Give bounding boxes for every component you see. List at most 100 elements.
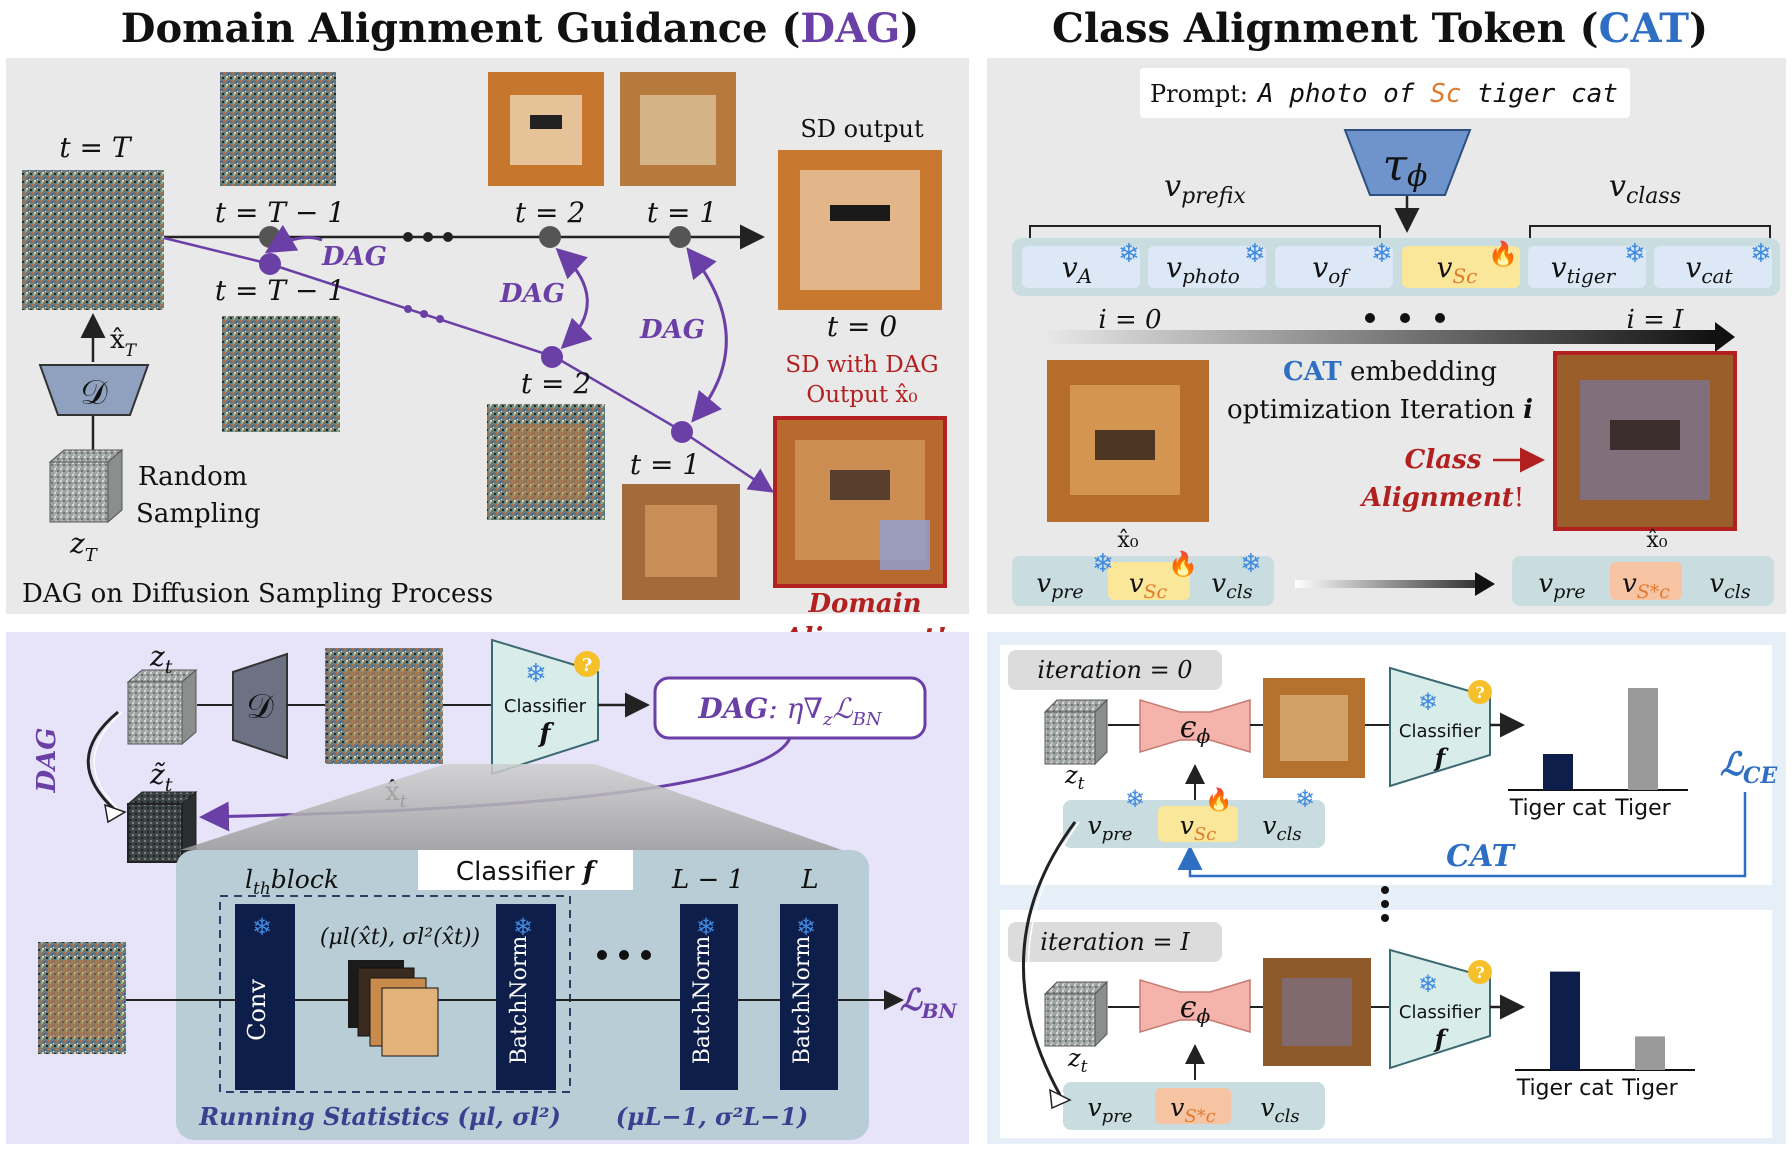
bar-tiger	[1628, 688, 1658, 790]
batchnorm-block-L	[780, 904, 838, 1090]
ellipsis-dot	[1381, 886, 1389, 894]
noise-cube-zt	[126, 668, 198, 746]
dag-formula: DAG: η∇zℒBN	[697, 692, 882, 730]
ellipsis-dot	[641, 950, 651, 960]
snowflake-icon: ❄	[525, 659, 547, 689]
token-box-photo	[1148, 246, 1266, 288]
token-v-sc-iter-0: vSc	[1180, 811, 1217, 845]
classifier-header: Classifier f	[456, 857, 598, 887]
dag-title: Domain Alignment Guidance (DAG)	[121, 5, 919, 52]
question-icon	[1468, 960, 1492, 984]
x-hat-T: x̂T	[110, 325, 138, 361]
label-t-1-top: t = 1	[647, 196, 717, 229]
cat-embedding-label: CAT embedding	[1283, 357, 1497, 387]
ellipsis-dot	[619, 950, 629, 960]
ellipsis-dot	[420, 310, 428, 318]
snowflake-icon: ❄	[513, 913, 533, 941]
sd-with-dag-output-label: Output x̂₀	[806, 382, 917, 408]
l-bn-label: ℒBN	[900, 983, 958, 1023]
snowflake-icon: ❄	[1418, 688, 1438, 716]
snowflake-icon: ❄	[1624, 239, 1646, 269]
noise-image-top-1	[220, 72, 336, 186]
z-t-iter-0: zt	[1064, 761, 1085, 794]
dag-label-1: DAG	[321, 242, 387, 272]
z-t-label: zt	[149, 640, 173, 678]
iteration-I-image	[1263, 958, 1371, 1066]
snowflake-icon: ❄	[1118, 239, 1140, 269]
classifier-label-bn: Classifier	[504, 696, 587, 717]
ellipsis-dot	[1435, 313, 1445, 323]
running-stats-last-label: (μL−1, σ²L−1)	[616, 1102, 809, 1131]
z-T: zT	[69, 527, 99, 566]
batchnorm-label-l: BatchNorm	[507, 936, 532, 1065]
text-encoder-block	[1343, 129, 1472, 196]
conv-block	[235, 904, 295, 1090]
iteration-I-label-box	[1008, 922, 1222, 962]
classifier-block-iter-I	[1389, 948, 1491, 1070]
iteration-0-label: iteration = 0	[1037, 656, 1192, 684]
ellipsis-dot	[1381, 914, 1389, 922]
fire-icon: 🔥	[1205, 787, 1232, 813]
snowflake-icon: ❄	[1418, 970, 1438, 998]
node-top-2	[539, 226, 561, 248]
prompt-text: Prompt:A photo of Sc tiger cat	[1150, 79, 1618, 109]
token-box-tiger	[1528, 246, 1646, 288]
ellipsis-dot	[423, 232, 433, 242]
label-t-0: t = 0	[827, 310, 897, 343]
label-t-Tm1-top: t = T − 1	[215, 196, 345, 229]
dag-label-3: DAG	[639, 315, 705, 345]
question-mark: ?	[1475, 963, 1484, 982]
v-class-label: vclass	[1609, 169, 1681, 209]
token-v-pre-iter-I: vpre	[1088, 1093, 1133, 1127]
token-box-Sc	[1402, 246, 1520, 288]
decoder-symbol: 𝒟	[80, 373, 108, 413]
L-minus-1-label: L − 1	[671, 865, 744, 895]
classifier-block-iter-0	[1389, 666, 1491, 788]
ellipsis-dot	[436, 315, 444, 323]
feature-maps	[348, 960, 439, 1057]
text-encoder-symbol: τϕ	[1383, 140, 1428, 194]
decoder-symbol-bn: 𝒟	[246, 687, 274, 727]
domain-label: Domain	[807, 589, 921, 619]
classifier-f-bn: f	[537, 719, 554, 749]
iteration-progress-bar	[1045, 330, 1715, 344]
question-icon	[574, 651, 600, 677]
l-ce-label: ℒCE	[1720, 745, 1779, 789]
node-guided-2	[541, 346, 563, 368]
snowflake-icon: ❄	[796, 913, 816, 941]
random-label: Random	[138, 462, 247, 492]
dag-caption: DAG on Diffusion Sampling Process	[22, 579, 493, 609]
unet-label-iter-0: ϵϕ	[1180, 710, 1211, 748]
label-t-Tm1-bottom: t = T − 1	[215, 274, 345, 307]
batchnorm-block-l	[496, 904, 556, 1090]
cat-title: Class Alignment Token (CAT)	[1052, 5, 1708, 52]
ellipsis-dot	[403, 232, 413, 242]
decoder-block	[38, 364, 150, 416]
unet-label-iter-I: ϵϕ	[1180, 990, 1211, 1028]
classifier-label-iter-0: Classifier	[1399, 721, 1482, 742]
token-A: vA	[1062, 251, 1092, 288]
prompt-box	[1140, 68, 1630, 118]
bar-label: Tiger	[1614, 796, 1671, 821]
dag-label-2: DAG	[499, 279, 565, 309]
token-v-cls-right: vcls	[1709, 569, 1750, 603]
batchnorm-label-L-1: BatchNorm	[690, 936, 715, 1065]
token-v-cls-iter-0: vcls	[1262, 811, 1301, 845]
token-v-pre-right: vpre	[1538, 569, 1585, 603]
snowflake-icon: ❄	[696, 913, 716, 941]
token-box-cat	[1654, 246, 1772, 288]
snowflake-icon: ❄	[1125, 785, 1145, 813]
token-photo: vphoto	[1166, 251, 1240, 288]
bar-tiger	[1635, 1036, 1665, 1070]
ellipsis-dot	[597, 950, 607, 960]
token-box-of	[1275, 246, 1393, 288]
ellipsis-dot	[1400, 313, 1410, 323]
fire-icon: 🔥	[1168, 550, 1198, 578]
dag-sampling-panel: t = T SD output t = 0 t = T − 1 t = 2 t …	[6, 58, 969, 619]
token-v-pre-left: vpre	[1036, 569, 1083, 603]
fire-icon: 🔥	[1488, 240, 1518, 268]
label-t-1-bottom: t = 1	[630, 448, 700, 481]
noise-image-bottom-1	[222, 316, 340, 432]
